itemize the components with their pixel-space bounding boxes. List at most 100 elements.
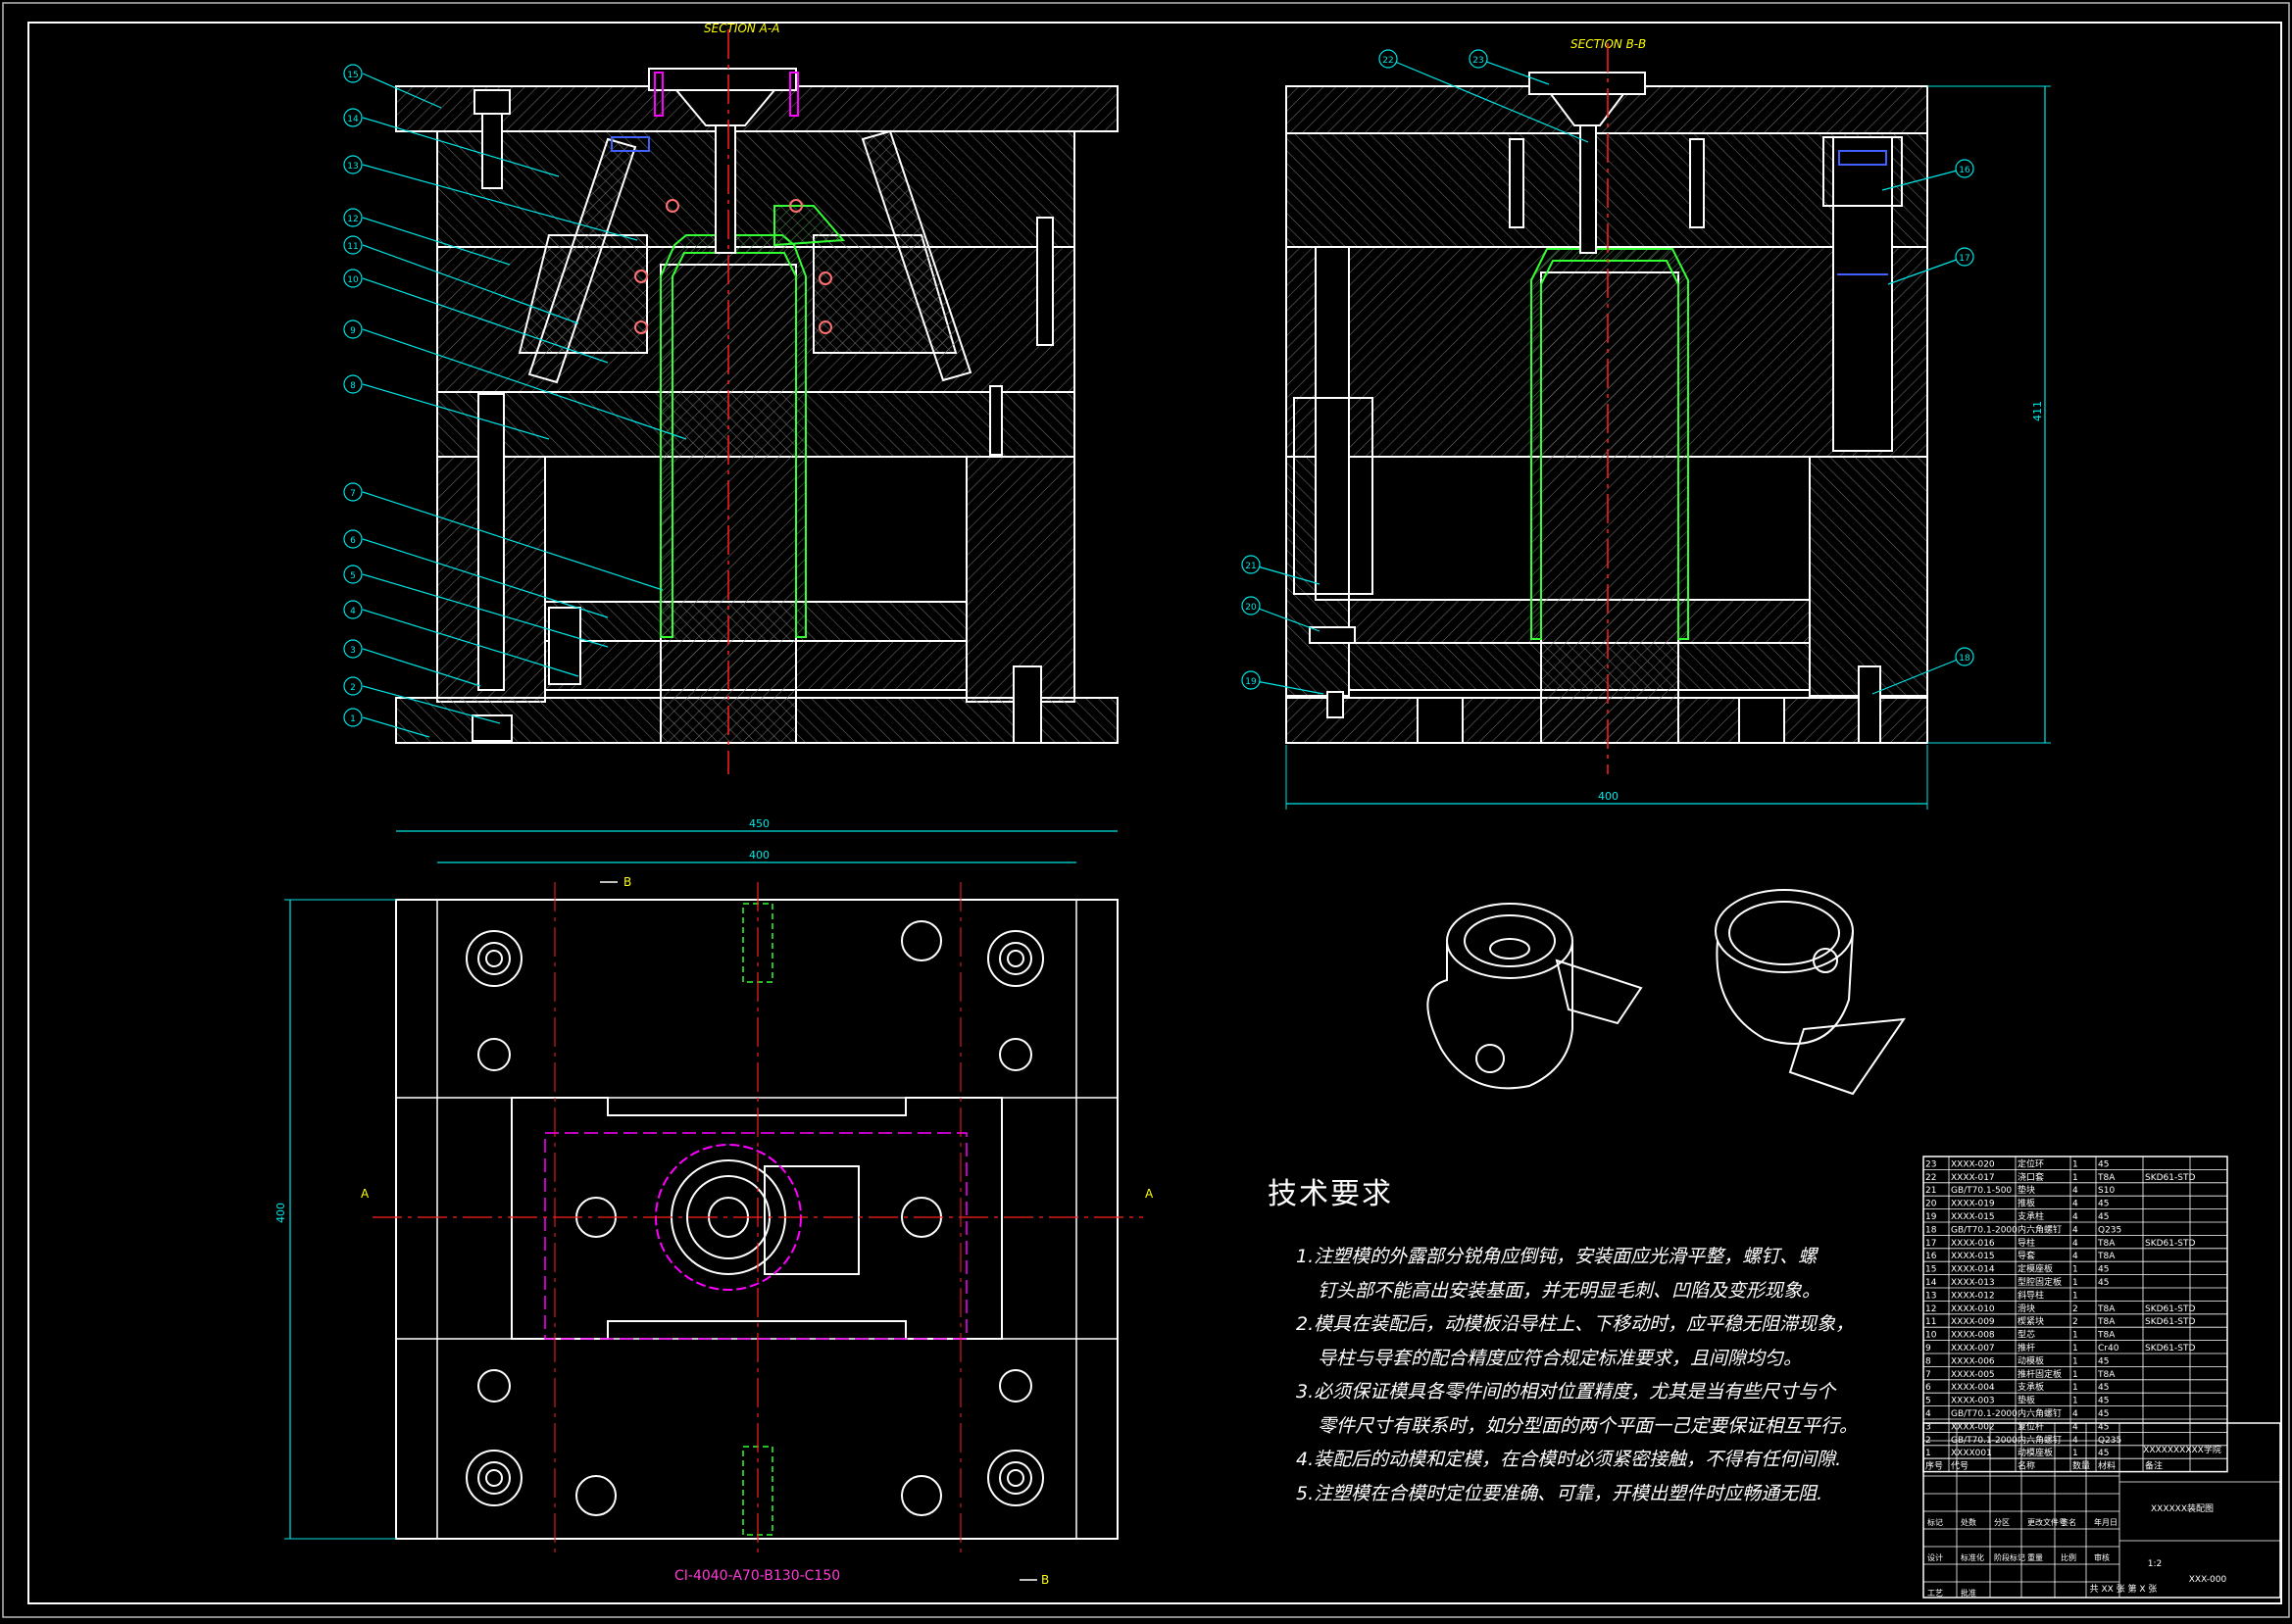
bom-cell: 20 bbox=[1925, 1200, 1937, 1209]
bb-height-dim: 411 bbox=[2031, 401, 2044, 421]
balloon-14: 14 bbox=[347, 115, 359, 124]
bom-cell: 导套 bbox=[2018, 1250, 2035, 1261]
bom-cell: 7 bbox=[1925, 1370, 1931, 1380]
requirement-5: 5.注塑模在合模时定位要准确、可靠，开模出塑件时应畅通无阻. bbox=[1296, 1482, 1823, 1504]
title-block: 标记处数分区更改文件号签名年月日设计标准化阶段标记重量比例审核工艺批准XXXXX… bbox=[1922, 1422, 2281, 1599]
bom-cell: 6 bbox=[1925, 1383, 1931, 1393]
title-block-label: 重量 bbox=[2027, 1552, 2043, 1562]
bom-cell: 1 bbox=[2072, 1370, 2078, 1380]
bom-cell: 1 bbox=[1925, 1449, 1931, 1458]
bom-cell: SKD61-STD bbox=[2145, 1239, 2195, 1249]
bom-cell: 45 bbox=[2098, 1356, 2109, 1366]
bom-cell: 4 bbox=[2072, 1252, 2078, 1261]
bom-cell: T8A bbox=[2097, 1304, 2116, 1314]
bom-cell: 定位环 bbox=[2018, 1157, 2044, 1169]
inner-border bbox=[27, 22, 2282, 1604]
bom-cell: 11 bbox=[1925, 1317, 1936, 1327]
bom-cell: 动模座板 bbox=[2018, 1447, 2053, 1458]
requirement-1-cont: 钉头部不能高出安装基面，并无明显毛刺、凹陷及变形现象。 bbox=[1318, 1279, 1821, 1302]
bom-cell: SKD61-STD bbox=[2145, 1317, 2195, 1327]
bom-cell: 型腔固定板 bbox=[2018, 1276, 2062, 1288]
requirement-2: 2.模具在装配后，动模板沿导柱上、下移动时，应平稳无阻滞现象， bbox=[1296, 1313, 1855, 1335]
title-block-label: 处数 bbox=[1961, 1517, 1976, 1527]
bom-cell: 19 bbox=[1925, 1212, 1937, 1222]
bom-cell: 动模板 bbox=[2018, 1354, 2044, 1366]
bom-cell: XXXX-008 bbox=[1951, 1331, 1995, 1341]
bom-cell: 4 bbox=[2072, 1212, 2078, 1222]
plan-top-width-dim: 450 bbox=[749, 817, 770, 830]
bom-cell: 45 bbox=[2098, 1278, 2109, 1288]
title-block-label: 标记 bbox=[1927, 1517, 1943, 1527]
plan-height-dim: 400 bbox=[274, 1203, 287, 1223]
balloon-3: 3 bbox=[350, 646, 356, 656]
bom-cell: 1 bbox=[2072, 1344, 2078, 1353]
bom-cell: 4 bbox=[2072, 1239, 2078, 1249]
bom-cell: 内六角螺钉 bbox=[2018, 1434, 2062, 1446]
bom-cell: 垫板 bbox=[2018, 1395, 2035, 1406]
part-isometric-1 bbox=[1426, 903, 1643, 1090]
bom-cell: XXXX-015 bbox=[1951, 1252, 1995, 1261]
bom-cell: T8A bbox=[2097, 1317, 2116, 1327]
bom-cell: 4 bbox=[2072, 1409, 2078, 1419]
bom-cell: SKD61-STD bbox=[2145, 1173, 2195, 1183]
bom-cell: 21 bbox=[1925, 1186, 1936, 1196]
bom-cell: 支承柱 bbox=[2018, 1210, 2044, 1222]
balloon-22: 22 bbox=[1382, 56, 1393, 66]
bom-cell: 1 bbox=[2072, 1278, 2078, 1288]
bom-cell: 45 bbox=[2098, 1200, 2109, 1209]
requirements-title: 技术要求 bbox=[1268, 1177, 1393, 1211]
bom-cell: 45 bbox=[2098, 1449, 2109, 1458]
bom-cell: XXXX-007 bbox=[1951, 1344, 1995, 1353]
balloon-19: 19 bbox=[1245, 677, 1257, 687]
bom-header-cell: 数量 bbox=[2072, 1460, 2090, 1472]
bom-header-cell: 名称 bbox=[2018, 1460, 2035, 1472]
balloon-12: 12 bbox=[347, 215, 358, 224]
bom-cell: 18 bbox=[1925, 1225, 1937, 1235]
balloon-8: 8 bbox=[350, 381, 356, 391]
title-block-label: 分区 bbox=[1994, 1518, 2010, 1527]
title-block-label: 标准化 bbox=[1961, 1552, 1984, 1562]
bom-cell: 滑块 bbox=[2018, 1303, 2035, 1314]
bom-cell: SKD61-STD bbox=[2145, 1304, 2195, 1314]
bom-cell: XXXX-012 bbox=[1951, 1291, 1995, 1301]
bom-cell: 23 bbox=[1925, 1159, 1936, 1169]
bom-cell: XXXX001 bbox=[1951, 1449, 1992, 1458]
section-mark-a-left: A bbox=[361, 1187, 370, 1201]
bom-cell: 45 bbox=[2098, 1212, 2109, 1222]
bom-cell: 斜导柱 bbox=[2018, 1289, 2044, 1301]
section-mark-a-right: A bbox=[1145, 1187, 1154, 1201]
bom-cell: 8 bbox=[1925, 1356, 1931, 1366]
bom-cell: 推板 bbox=[2018, 1198, 2035, 1209]
title-block-label: 设计 bbox=[1927, 1552, 1943, 1562]
plan-view: 450 400 400 A A B B CI-4040-A70-B130-C15… bbox=[274, 817, 1154, 1587]
bom-cell: 45 bbox=[2098, 1409, 2109, 1419]
balloon-5: 5 bbox=[350, 571, 356, 581]
bom-cell: 1 bbox=[2072, 1159, 2078, 1169]
bom-cell: XXXX-004 bbox=[1951, 1383, 1995, 1393]
bom-header-cell: 代号 bbox=[1951, 1461, 1968, 1472]
requirements-list: 1.注塑模的外露部分锐角应倒钝，安装面应光滑平整，螺钉、螺 钉头部不能高出安装基… bbox=[1296, 1240, 1858, 1510]
title-block-title_scale: 1:2 bbox=[2148, 1559, 2162, 1569]
bom-cell: 楔紧块 bbox=[2018, 1315, 2044, 1327]
plan-inner-width-dim: 400 bbox=[749, 849, 770, 861]
bom-cell: 10 bbox=[1925, 1331, 1937, 1341]
part-isometric-2 bbox=[1715, 889, 1907, 1096]
bom-cell: T8A bbox=[2097, 1239, 2116, 1249]
bom-cell: GB/T70.1-500 bbox=[1951, 1186, 2012, 1196]
bom-cell: 定模座板 bbox=[2018, 1263, 2053, 1275]
balloon-10: 10 bbox=[347, 275, 359, 285]
bom-cell: XXXX-010 bbox=[1951, 1304, 1995, 1314]
bom-cell: 1 bbox=[2072, 1265, 2078, 1275]
balloon-18: 18 bbox=[1959, 654, 1970, 664]
bom-cell: 1 bbox=[2072, 1173, 2078, 1183]
balloon-1: 1 bbox=[350, 714, 356, 724]
balloon-4: 4 bbox=[350, 607, 356, 616]
bom-cell: 45 bbox=[2098, 1383, 2109, 1393]
balloon-11: 11 bbox=[347, 242, 358, 252]
bom-cell: XXXX-016 bbox=[1951, 1239, 1995, 1249]
bom-cell: Q235 bbox=[2098, 1225, 2121, 1235]
